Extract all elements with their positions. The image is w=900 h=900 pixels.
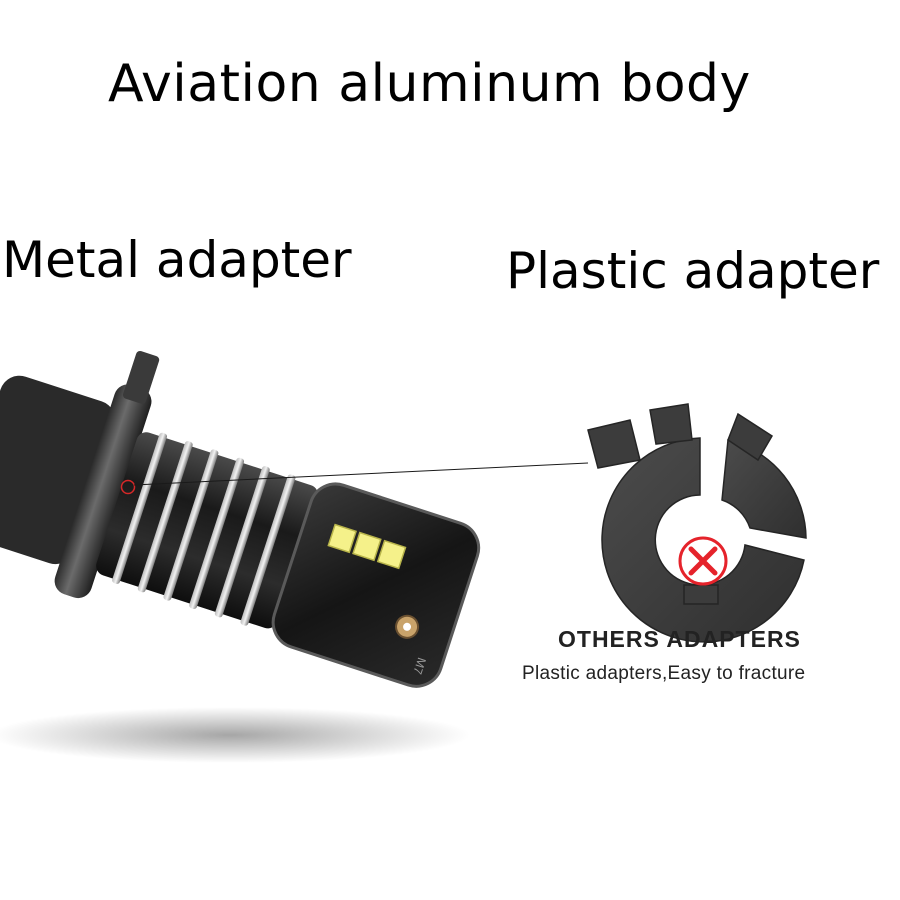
cross-mark-x xyxy=(688,546,718,576)
led-chip xyxy=(352,531,382,562)
screw-hole xyxy=(403,622,412,631)
plastic-adapter xyxy=(587,403,807,643)
heat-sink-fin xyxy=(240,474,296,626)
led-bulb: M7 xyxy=(0,350,481,688)
heat-sink-fin xyxy=(214,466,270,618)
others-adapters-title: OTHERS ADAPTERS xyxy=(558,626,801,652)
adapter-tab-right xyxy=(727,412,774,462)
bulb-head xyxy=(271,482,481,688)
callout-line xyxy=(133,462,589,486)
headline: Aviation aluminum body xyxy=(108,54,751,114)
led-chip xyxy=(376,539,407,570)
metal-adapter-label: Metal adapter xyxy=(2,231,352,289)
others-adapters-subtitle: Plastic adapters,Easy to fracture xyxy=(522,663,806,684)
heat-sink-fin xyxy=(112,432,167,584)
heat-sink-fin xyxy=(163,449,219,601)
adapter-tab-left xyxy=(587,419,641,469)
metal-adapter-marker xyxy=(120,479,136,495)
led-chip xyxy=(327,523,357,554)
adapter-tab-top xyxy=(649,403,693,445)
cross-mark-circle xyxy=(678,536,728,586)
adapter-ring-left xyxy=(601,437,805,643)
heat-sink-fin xyxy=(189,457,245,609)
heat-sink-fin xyxy=(137,441,193,593)
adapter-tab-bottom xyxy=(683,584,719,605)
bulb-model-mark: M7 xyxy=(410,656,429,676)
metal-adapter-ring xyxy=(54,384,152,599)
metal-adapter-tab xyxy=(122,350,160,404)
adapter-ring-right xyxy=(721,439,807,539)
floor-shadow xyxy=(0,707,470,763)
cross-mark-icon xyxy=(678,536,728,586)
plastic-adapter-label: Plastic adapter xyxy=(506,242,880,300)
